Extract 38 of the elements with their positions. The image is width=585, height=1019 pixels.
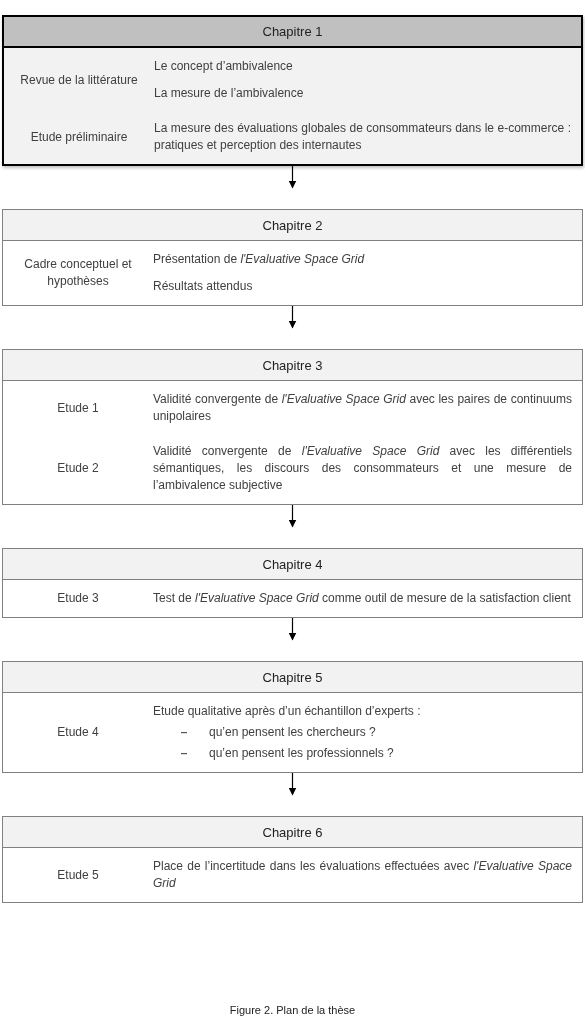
chapter-table	[2, 548, 583, 618]
description-text: Etude qualitative après d’un échantillon d’experts :	[153, 703, 422, 720]
chapter-heading: Chapitre 4	[262, 555, 323, 573]
description-text: La mesure des évaluations globales de consommateurs dans le e-commerce : pratiques et perception des internautes	[154, 120, 571, 154]
chapter-heading: Chapitre 6	[262, 823, 323, 841]
row-label: Etude 5	[57, 866, 99, 884]
row-label: Revue de la littérature	[20, 71, 138, 89]
arrow	[288, 305, 297, 329]
row-label: Etude 2	[57, 460, 99, 477]
description-text: Présentation de l'Evaluative Space Grid	[153, 251, 366, 268]
row-label: Etude 3	[57, 590, 99, 607]
list-item: qu’en pensent les professionnels ?	[209, 745, 394, 762]
description-text: Test de l'Evaluative Space Grid comme outil de mesure de la satisfaction client	[153, 590, 572, 607]
figure-caption: Figure 2. Plan de la thèse	[229, 1003, 356, 1018]
arrow	[288, 617, 297, 641]
arrow	[288, 504, 297, 528]
chapter-table	[2, 209, 583, 306]
chapter-table	[2, 15, 583, 166]
description-text: Place de l’incertitude dans les évaluations effectuées avec l'Evaluative Space Grid	[153, 858, 572, 892]
row-label: Etude 4	[57, 724, 99, 741]
description-text: Validité convergente de l'Evaluative Space Grid avec les différentiels sémantiques, les discours des consommateurs et une mesure de l’ambivalence subjective	[153, 443, 572, 494]
row-label: Cadre conceptuel et hypothèses	[23, 256, 133, 290]
chapter-table	[2, 349, 583, 505]
arrow	[288, 772, 297, 796]
chapter-heading: Chapitre 1	[262, 23, 323, 40]
chapter-table	[2, 816, 583, 903]
arrow	[288, 165, 297, 189]
description-text: Validité convergente de l'Evaluative Space Grid avec les paires de continuums unipolaires	[153, 391, 572, 425]
chapter-heading: Chapitre 2	[262, 216, 323, 234]
description-text: Résultats attendus	[153, 278, 254, 295]
chapter-heading: Chapitre 3	[262, 356, 323, 374]
row-label: Etude 1	[57, 399, 99, 417]
list-item: qu’en pensent les chercheurs ?	[209, 724, 376, 741]
description-text: La mesure de l’ambivalence	[154, 85, 305, 102]
row-label: Etude préliminaire	[30, 128, 128, 146]
description-text: Le concept d’ambivalence	[154, 58, 294, 75]
chapter-table	[2, 661, 583, 773]
chapter-heading: Chapitre 5	[262, 668, 323, 686]
